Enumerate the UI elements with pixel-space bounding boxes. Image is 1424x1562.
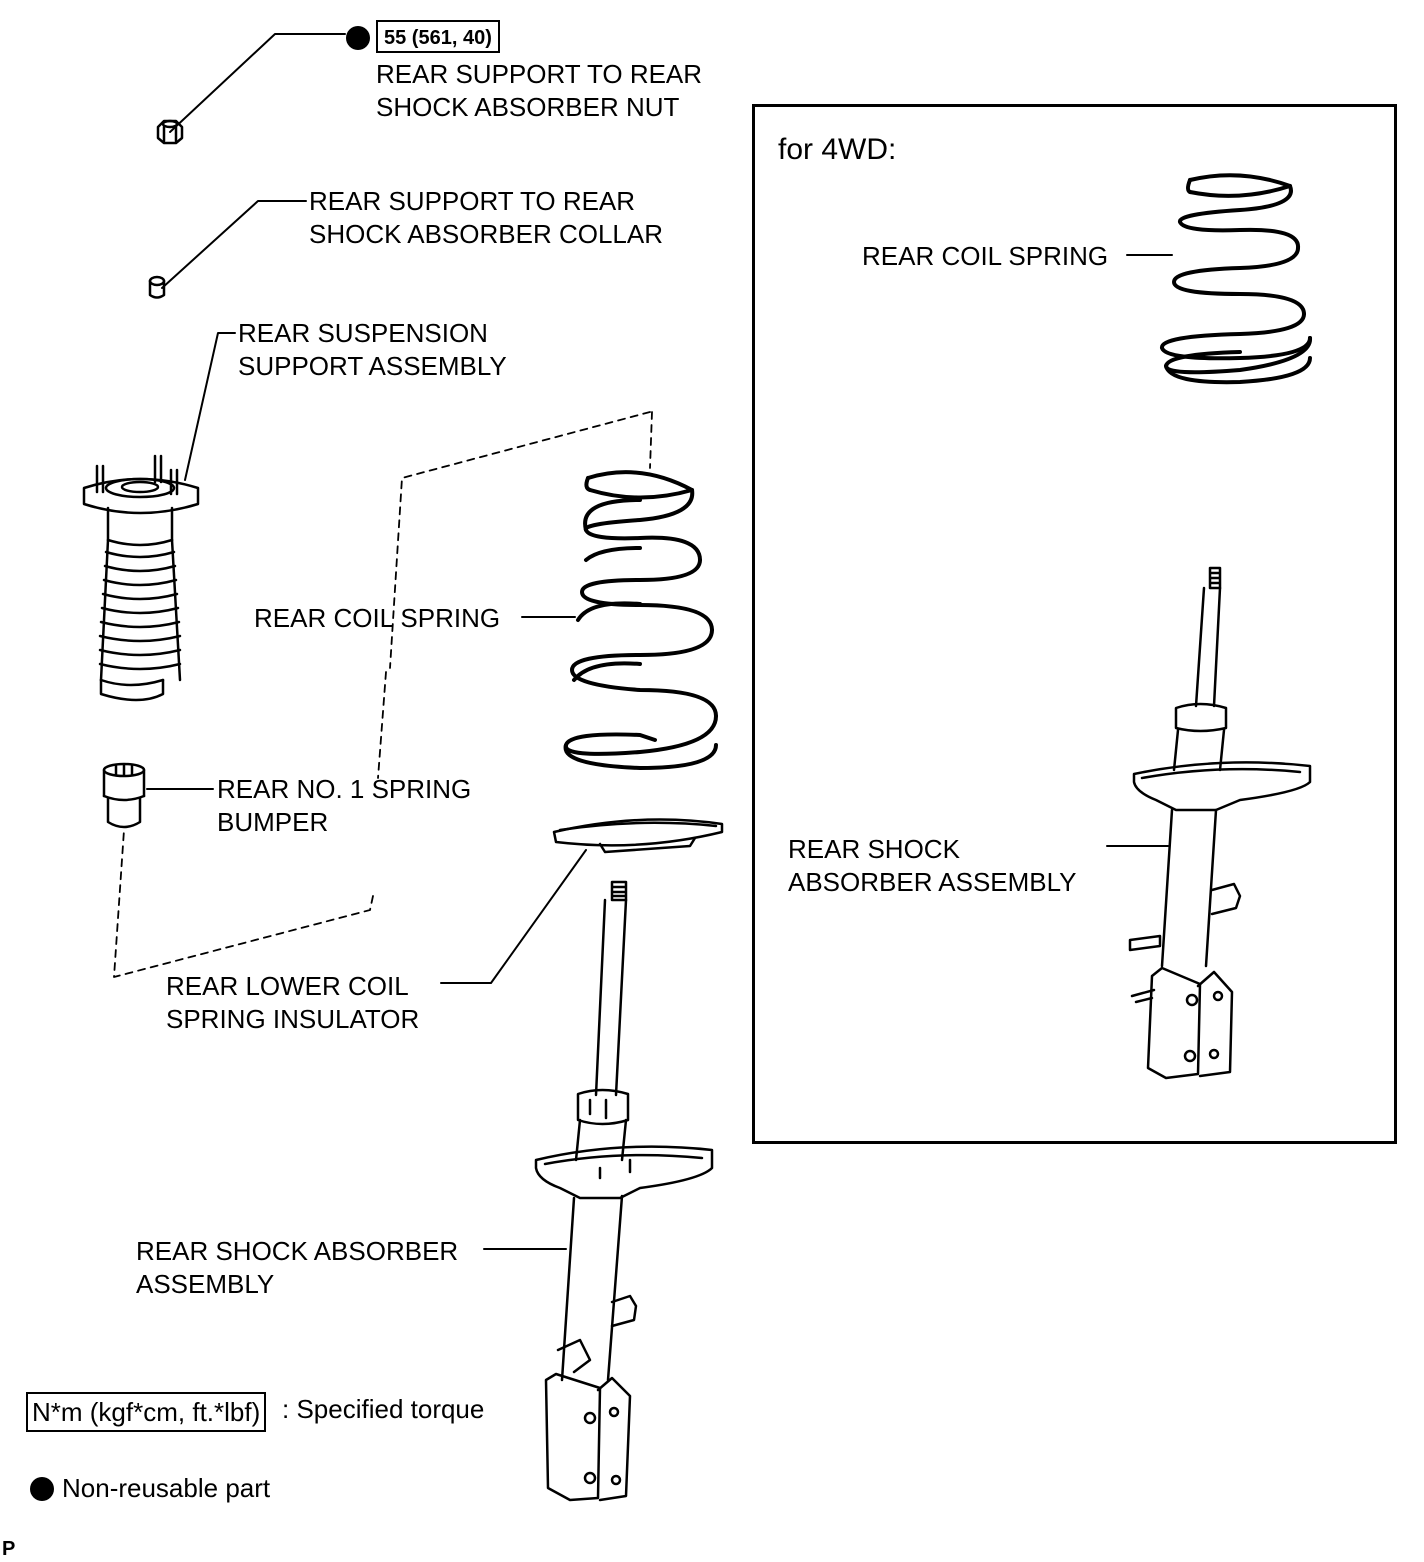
inset-4wd-frame <box>752 104 1397 1144</box>
label-lower-insulator: REAR LOWER COIL SPRING INSULATOR <box>166 971 420 1034</box>
support-collar-part <box>148 275 166 299</box>
footer-code: P <box>2 1538 16 1560</box>
legend-torque-units: N*m (kgf*cm, ft.*lbf) <box>26 1392 267 1432</box>
suspension-support-part <box>82 454 200 702</box>
torque-callout: 55 (561, 40) <box>376 20 500 53</box>
alignment-dashes <box>113 411 653 978</box>
leader-lines <box>146 33 1173 1250</box>
support-nut-part <box>156 119 184 145</box>
lower-insulator-part <box>552 818 724 854</box>
label-shock-absorber: REAR SHOCK ABSORBER ASSEMBLY <box>136 1236 459 1299</box>
label-support-collar: REAR SUPPORT TO REAR SHOCK ABSORBER COLL… <box>309 186 663 249</box>
coil-spring-part <box>563 470 718 770</box>
label-support-nut: REAR SUPPORT TO REAR SHOCK ABSORBER NUT <box>376 59 703 122</box>
label-coil-spring: REAR COIL SPRING <box>254 603 501 633</box>
legend-nonreusable-description: Non-reusable part <box>62 1473 271 1503</box>
label-suspension-support: REAR SUSPENSION SUPPORT ASSEMBLY <box>238 318 507 381</box>
label-spring-bumper: REAR NO. 1 SPRING BUMPER <box>217 774 472 837</box>
inset-coil-spring-part <box>1160 173 1312 385</box>
inset-label-coil-spring: REAR COIL SPRING <box>862 241 1109 271</box>
shock-absorber-part <box>534 880 714 1502</box>
inset-shock-absorber-part <box>1128 566 1312 1080</box>
inset-label-shock-absorber: REAR SHOCK ABSORBER ASSEMBLY <box>788 834 1077 897</box>
legend-nonreusable-icon <box>30 1477 54 1501</box>
spring-bumper-part <box>102 762 146 829</box>
nonreusable-marker-icon <box>346 26 370 50</box>
legend-torque-description: : Specified torque <box>282 1394 485 1424</box>
inset-title: for 4WD: <box>778 133 897 166</box>
